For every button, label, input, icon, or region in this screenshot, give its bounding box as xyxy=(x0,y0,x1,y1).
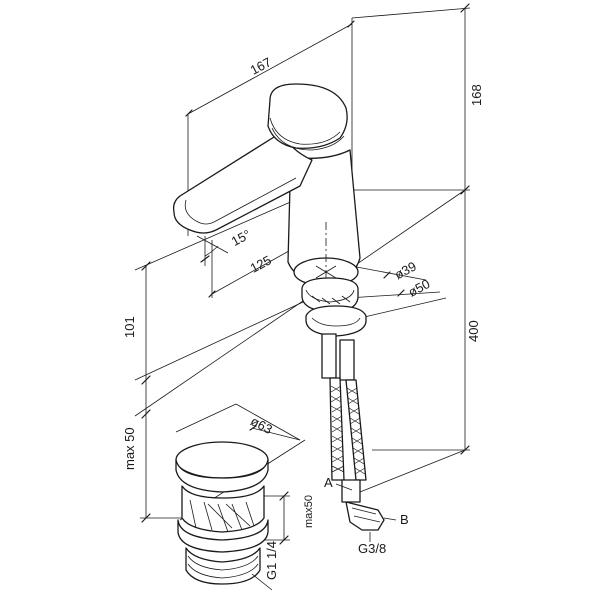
flexible-hoses xyxy=(321,333,385,531)
mounting-assembly xyxy=(301,277,367,337)
dimension-max50 xyxy=(140,409,184,523)
handle-edge xyxy=(269,117,341,145)
faucet xyxy=(172,83,361,300)
label-diameter-63: ø63 xyxy=(248,413,275,437)
hose-right xyxy=(345,379,367,481)
label-point-a: A xyxy=(324,475,333,490)
drain-thread xyxy=(185,547,261,585)
dimension-400 xyxy=(372,190,470,455)
label-168: 168 xyxy=(469,84,484,106)
hose-connector-left xyxy=(321,333,337,379)
dimension-167 xyxy=(185,18,355,250)
spout-inner-edge xyxy=(184,177,297,225)
hose-nut-b xyxy=(345,501,385,531)
label-diameter-39: ø39 xyxy=(392,258,419,282)
label-diameter-50: ø50 xyxy=(406,276,433,300)
label-101: 101 xyxy=(122,316,137,338)
label-drain-max50: max50 xyxy=(303,495,315,528)
hose-fitting-a xyxy=(341,479,361,503)
label-max-50: max 50 xyxy=(122,427,137,470)
label-g3-8: G3/8 xyxy=(358,541,386,556)
hose-connector-right xyxy=(339,339,355,381)
handle-rim xyxy=(271,127,345,151)
drain-cap-side xyxy=(175,459,269,493)
drain-cap xyxy=(175,441,269,479)
dimension-101 xyxy=(141,261,151,414)
label-point-b: B xyxy=(400,512,409,527)
dimension-168 xyxy=(345,3,471,195)
angle-15 xyxy=(196,235,229,266)
hose-callouts xyxy=(335,483,397,542)
faucet-spout xyxy=(172,131,313,234)
pop-up-drain xyxy=(175,403,301,591)
label-400: 400 xyxy=(466,320,481,342)
label-167: 167 xyxy=(248,54,274,77)
label-g1-1-4: G1 1/4 xyxy=(264,541,279,580)
faucet-handle xyxy=(267,83,348,149)
label-15-degrees: 15° xyxy=(229,227,253,249)
drain-flange xyxy=(177,519,269,553)
